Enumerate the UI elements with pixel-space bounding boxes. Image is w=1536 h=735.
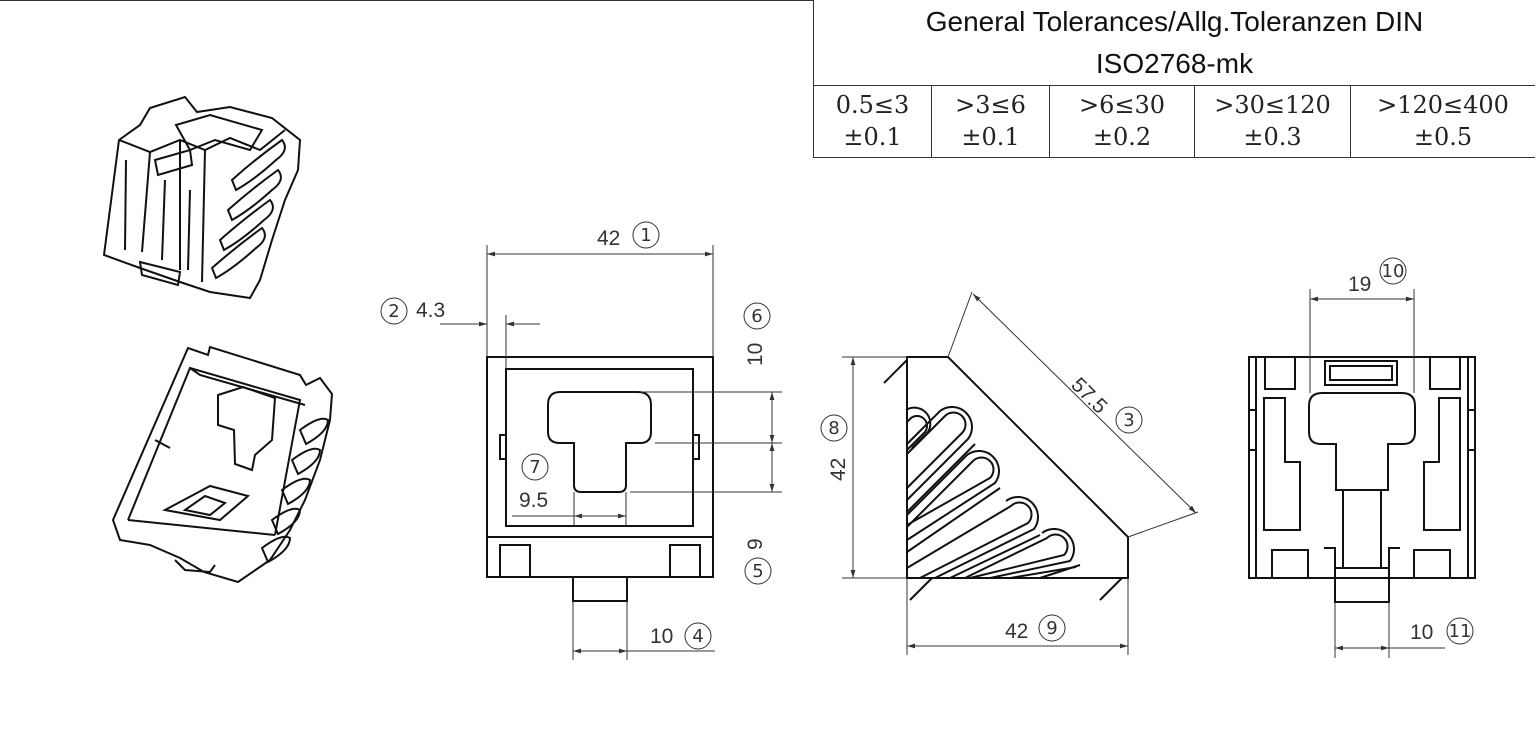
dim-2: 2 4.3 [380,297,445,325]
tolerance-title-line1: General Tolerances/Allg.Toleranzen DIN [925,6,1424,37]
svg-text:42: 42 [1005,620,1028,643]
dim-3: 57.5 3 [1066,373,1143,434]
dim-5: 9 5 [744,538,772,585]
svg-text:7: 7 [529,457,540,478]
svg-text:5: 5 [752,561,763,582]
dim-7: 7 9.5 [519,453,549,512]
tolerance-table-title: General Tolerances/Allg.Toleranzen DIN I… [814,0,1535,86]
tolerance-cell: >120≤400 ±0.5 [1351,86,1535,157]
rib-grooves-bottom [260,417,330,564]
svg-text:42: 42 [827,458,850,481]
tolerance-range: 0.5≤3 [835,91,910,119]
svg-text:6: 6 [751,306,762,327]
tolerance-value: ±0.1 [961,123,1020,151]
tolerance-cell: >30≤120 ±0.3 [1195,86,1351,157]
svg-text:4: 4 [692,626,703,647]
svg-text:3: 3 [1123,410,1134,431]
dim-8: 8 42 [820,414,850,481]
rib-grooves-top [210,138,286,280]
svg-text:10: 10 [1410,621,1433,644]
front-view [440,245,782,660]
svg-text:19: 19 [1348,273,1371,296]
tolerance-range: >6≤30 [1078,91,1166,119]
svg-text:9: 9 [744,538,767,550]
rib-grooves-side [905,406,1081,579]
dim-6: 6 10 [743,302,771,366]
tolerance-title-line2: ISO2768-mk [1095,48,1254,79]
svg-text:10: 10 [1382,261,1405,282]
isometric-view-top [102,95,302,300]
svg-text:42: 42 [597,227,620,250]
svg-text:10: 10 [744,343,767,366]
tolerance-cell: 0.5≤3 ±0.1 [814,86,932,157]
side-view [842,291,1199,655]
tolerance-range: >30≤120 [1214,91,1331,119]
svg-text:10: 10 [650,625,673,648]
tolerance-value: ±0.1 [843,123,902,151]
dim-10: 19 10 [1348,257,1407,296]
svg-text:11: 11 [1449,621,1472,642]
svg-text:57.5: 57.5 [1066,373,1111,418]
svg-text:2: 2 [388,301,399,322]
dim-4: 10 4 [650,622,712,650]
svg-text:9.5: 9.5 [519,489,548,512]
svg-text:8: 8 [828,418,839,439]
svg-text:4.3: 4.3 [416,299,445,322]
tolerance-row: 0.5≤3 ±0.1 >3≤6 ±0.1 >6≤30 ±0.2 >30≤120 … [814,86,1535,157]
svg-text:1: 1 [640,225,651,246]
end-view [1248,289,1476,658]
svg-text:9: 9 [1046,618,1057,639]
dim-9: 42 9 [1005,614,1066,643]
tolerance-value: ±0.5 [1413,123,1473,151]
tolerance-value: ±0.3 [1243,123,1302,151]
tolerance-cell: >3≤6 ±0.1 [932,86,1050,157]
tolerance-value: ±0.2 [1092,123,1152,151]
dim-11: 10 11 [1410,617,1474,645]
tolerance-cell: >6≤30 ±0.2 [1050,86,1195,157]
tolerance-range: >120≤400 [1377,91,1509,119]
dim-1: 42 1 [597,221,660,250]
tolerance-range: >3≤6 [955,91,1026,119]
isometric-view-bottom [111,345,334,584]
tolerance-table: General Tolerances/Allg.Toleranzen DIN I… [813,0,1535,158]
